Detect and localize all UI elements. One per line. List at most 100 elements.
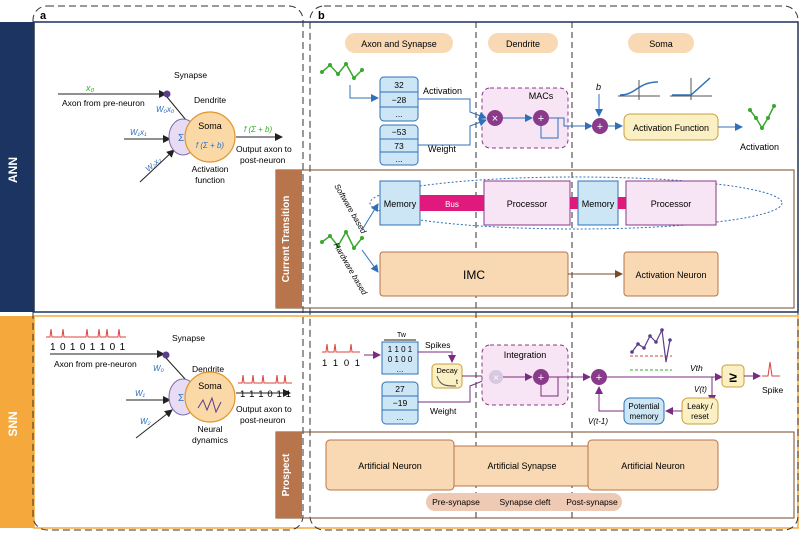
ann-section-label: ANN <box>6 157 20 183</box>
artificial-synapse-box <box>453 445 591 487</box>
snn-synapse-dot <box>162 351 170 359</box>
bus-label: Bus <box>445 200 459 209</box>
signal-to-activation-arrow <box>349 85 379 102</box>
snn-dendrite-label: Dendrite <box>192 364 224 374</box>
memory-1-label: Memory <box>384 199 417 209</box>
weight-to-mult-arrow <box>418 118 487 146</box>
membrane-potential-plot <box>630 327 672 371</box>
transition-tab <box>276 170 302 308</box>
transition-label: Current Transition <box>281 196 292 283</box>
vt-label: V(t) <box>694 385 707 394</box>
dynamics-label: dynamics <box>192 435 228 445</box>
activation-value-2: ... <box>395 109 402 119</box>
weight-label: Weight <box>428 144 456 154</box>
output-spike-bits: 1 1 1 0 1 1 <box>240 389 292 400</box>
snn-post-neuron-label: post-neuron <box>240 415 286 425</box>
synapse-to-dendrite <box>166 96 187 121</box>
matrix-row-1: 0 1 0 0 <box>388 355 413 364</box>
output-axon-label: Output axon to <box>236 144 292 154</box>
accumulate-symbol: + <box>538 113 544 125</box>
memory-label: memory <box>630 412 659 421</box>
synapse-parts-pill <box>426 493 622 511</box>
activation-label: Activation <box>423 86 462 96</box>
sigmoid-curve-icon <box>618 80 660 100</box>
panel-b-label: b <box>318 10 325 22</box>
activation-value-1: −28 <box>392 95 407 105</box>
weight-value-2: ... <box>395 154 402 164</box>
processor-2-label: Processor <box>651 199 692 209</box>
activation-neuron-label: Activation Neuron <box>635 270 706 280</box>
stage-header-axon-synapse <box>345 33 453 53</box>
processor-1-label: Processor <box>507 199 548 209</box>
snn-accumulate-node <box>533 369 549 385</box>
w2-label: W₂ <box>140 417 151 426</box>
synapse-dot <box>163 90 171 98</box>
post-synapse-label: Post-synapse <box>566 497 618 507</box>
tw-label: Tw <box>397 332 407 339</box>
snn-weight-value-1: −19 <box>393 398 408 408</box>
snn-input-bits: 1 1 0 1 <box>322 358 362 369</box>
weight-value-0: −53 <box>392 127 407 137</box>
w1x1-label: W₁x₁ <box>130 128 147 137</box>
leaky-label: Leaky / <box>687 402 714 411</box>
vth-label: Vth <box>690 363 703 373</box>
artificial-synapse-label: Artificial Synapse <box>487 461 556 471</box>
soma-formula: f (Σ + b) <box>196 141 224 150</box>
synapse-cleft-label: Synapse cleft <box>499 497 551 507</box>
snn-section-label: SNN <box>6 411 20 436</box>
input-spike-train-icon <box>46 328 126 338</box>
von-neumann-dotted-outline <box>369 176 783 230</box>
prospect-label: Prospect <box>281 453 292 496</box>
snn-gate-node <box>489 370 503 384</box>
panel-a-frame <box>32 5 304 531</box>
memory-2-label: Memory <box>582 199 615 209</box>
snn-accumulate-symbol: + <box>538 372 544 384</box>
sigma-symbol: Σ <box>178 133 184 144</box>
soma-label: Soma <box>198 121 222 131</box>
neural-label: Neural <box>197 424 222 434</box>
vt1-label: V(t-1) <box>588 417 608 426</box>
pre-synapse-label: Pre-synapse <box>432 497 480 507</box>
input-spike-bits: 1 0 1 0 1 1 0 1 <box>50 342 126 353</box>
imc-label: IMC <box>463 268 485 282</box>
ann-pipeline: 32 −28 ... Activation −53 73 ... Weight … <box>320 62 779 166</box>
svg-text:...: ... <box>397 365 404 374</box>
prospect-section: Prospect Artificial Neuron Artificial Sy… <box>275 431 795 519</box>
decay-t-label: t <box>456 379 458 386</box>
artificial-neuron-2-label: Artificial Neuron <box>621 461 685 471</box>
neural-dynamics-icon <box>197 396 222 414</box>
activation-output-label: Activation <box>740 142 779 152</box>
snn-weight-box <box>381 381 419 425</box>
snn-input-spikes-icon <box>322 343 360 353</box>
ann-neuron: x₀ Axon from pre-neuron Synapse W₀x₀ Den… <box>58 70 292 185</box>
spike-matrix-box <box>381 341 419 375</box>
hardware-based-label: Hardware based <box>332 241 369 297</box>
synapse-label: Synapse <box>174 70 207 80</box>
bias-add-symbol: + <box>597 121 603 133</box>
output-spike-train-icon <box>238 374 292 384</box>
w2-arrow <box>139 149 175 183</box>
w2x2-label: W₂x₂ <box>144 155 163 173</box>
memory-box-1 <box>379 180 421 226</box>
activation-value-0: 32 <box>394 80 404 90</box>
output-spike-icon <box>762 361 780 377</box>
snn-neuron: 1 0 1 0 1 1 0 1 Synapse Axon from pre-ne… <box>46 328 292 445</box>
panel-b-frame <box>309 5 799 531</box>
multiply-symbol: × <box>492 113 498 125</box>
relu-curve-icon <box>670 77 712 100</box>
multiply-node <box>487 110 503 126</box>
macs-label: MACs <box>529 91 554 101</box>
compare-symbol: ≥ <box>729 369 737 385</box>
snn-pipeline: 1 1 0 1 Tw 1 1 0 1 0 1 0 0 ... Spikes De… <box>322 327 784 426</box>
output-formula: f (Σ + b) <box>244 125 272 134</box>
activation-neuron-box <box>623 251 719 297</box>
matrix-row-0: 1 1 0 1 <box>388 345 413 354</box>
stage-header-dendrite <box>488 33 558 53</box>
activation-to-mult-arrow <box>418 98 487 120</box>
current-transition: Current Transition Software based Hardwa… <box>275 169 795 309</box>
activation-function-label: Activation Function <box>633 123 709 133</box>
w0-label: W₀ <box>153 364 165 373</box>
w1-label: W₁ <box>135 389 146 398</box>
potential-label: Potential <box>628 402 659 411</box>
artificial-neuron-1-label: Artificial Neuron <box>358 461 422 471</box>
